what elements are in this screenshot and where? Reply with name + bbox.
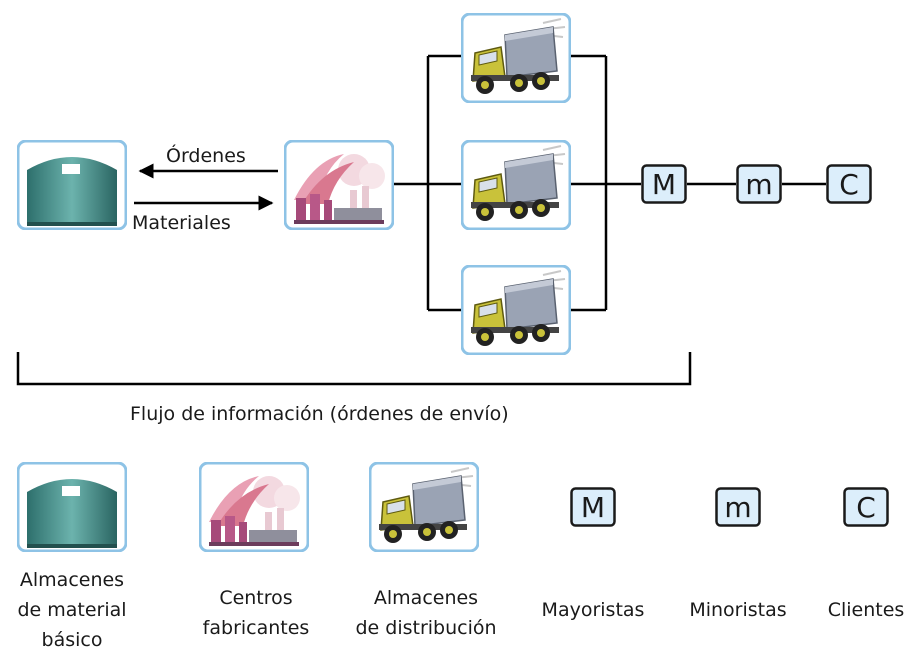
distribution-wiring [394, 54, 641, 312]
info-flow-label: Flujo de información (órdenes de envío) [130, 403, 509, 425]
clientes-letter: C [839, 168, 859, 201]
legend: Almacenes de material básico Centros fab… [17, 462, 905, 651]
legend-truck-label-line2: de distribución [355, 617, 496, 639]
distribution-truck-icon [461, 265, 571, 355]
orders-label: Órdenes [166, 143, 246, 167]
factory-icon [284, 140, 394, 230]
legend-factory-icon [199, 462, 309, 552]
materials-label: Materiales [132, 212, 231, 234]
distribution-truck-icon [461, 140, 571, 230]
info-flow-bracket [16, 352, 692, 386]
legend-minoristas-letter: m [724, 491, 751, 524]
minoristas-letter: m [745, 168, 772, 201]
legend-truck-icon [369, 462, 479, 552]
legend-minoristas-label: Minoristas [689, 599, 786, 621]
raw-material-warehouse-icon [17, 140, 127, 230]
legend-warehouse-label-line1: Almacenes [20, 569, 124, 591]
legend-mayoristas-label: Mayoristas [542, 599, 645, 621]
legend-clientes-letter: C [856, 491, 876, 524]
legend-warehouse-label-line3: básico [42, 629, 103, 651]
legend-warehouse-label-line2: de material [17, 599, 126, 621]
legend-factory-label-line1: Centros [219, 587, 292, 609]
legend-clientes-label: Clientes [828, 599, 905, 621]
mayoristas-letter: M [652, 168, 676, 201]
distribution-truck-icon [461, 13, 571, 103]
legend-warehouse-icon [17, 462, 127, 552]
legend-factory-label-line2: fabricantes [203, 617, 310, 639]
legend-mayoristas-letter: M [581, 491, 605, 524]
legend-truck-label-line1: Almacenes [374, 587, 478, 609]
